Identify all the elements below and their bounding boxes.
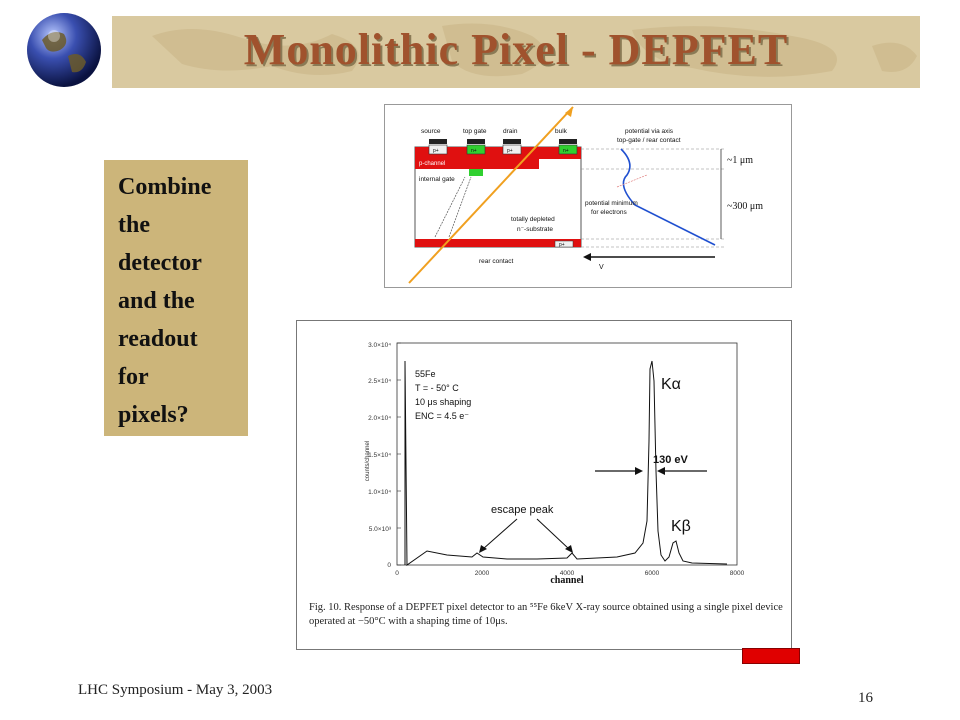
y-tick-6: 3.0×10⁴ xyxy=(368,342,391,349)
n-plus-label-bulk: n+ xyxy=(563,148,569,154)
x-tick-8000: 8000 xyxy=(730,570,745,577)
source-terminal xyxy=(428,144,448,155)
escape-peak-label: escape peak xyxy=(491,504,554,516)
p-plus-label-source: p+ xyxy=(433,148,439,154)
shaping-annotation: 10 μs shaping xyxy=(415,397,471,407)
y-tick-0: 0 xyxy=(387,562,391,569)
dimension-1um-label: ~1 μm xyxy=(727,155,753,166)
p-channel-label: p-channel xyxy=(419,161,445,167)
red-marker xyxy=(742,648,800,664)
depfet-cross-section-diagram: source top gate drain bulk p+ n+ p+ n+ p… xyxy=(384,104,792,288)
footer-text: LHC Symposium - May 3, 2003 xyxy=(78,682,273,698)
y-tick-2: 1.0×10⁴ xyxy=(368,489,391,496)
y-tick-1: 5.0×10³ xyxy=(369,526,392,533)
question-text: Combine the detector and the readout for… xyxy=(118,174,212,428)
spectrum-curve xyxy=(404,360,728,566)
drain-label: drain xyxy=(503,128,518,135)
depleted-label: totally depleted xyxy=(511,216,555,223)
resolution-label: 130 eV xyxy=(653,454,689,466)
y-tick-5: 2.5×10⁴ xyxy=(368,378,391,385)
slide-title: Monolithic Pixel - DEPFET xyxy=(243,25,789,74)
drain-terminal xyxy=(502,144,522,155)
title-banner: Monolithic Pixel - DEPFET xyxy=(112,16,920,88)
source-label: source xyxy=(421,128,441,135)
n-plus-label-gate: n+ xyxy=(471,148,477,154)
question-box: Combine the detector and the readout for… xyxy=(104,160,248,436)
v-axis-label: V xyxy=(599,264,604,271)
minimum-label-line2: for electrons xyxy=(591,209,628,216)
temperature-annotation: T = - 50° C xyxy=(415,383,459,393)
k-alpha-label: Kα xyxy=(661,376,681,393)
y-tick-4: 2.0×10⁴ xyxy=(368,415,391,422)
minimum-label-line1: potential minimum xyxy=(585,200,638,207)
enc-annotation: ENC = 4.5 e⁻ xyxy=(415,411,469,421)
top-gate-terminal xyxy=(466,144,486,155)
y-axis-label: counts/channel xyxy=(365,441,371,481)
potential-label-line1: potential via axis xyxy=(625,128,674,135)
dimension-300um-label: ~300 μm xyxy=(727,201,763,212)
world-map-background xyxy=(152,23,917,77)
p-plus-label-rear: p+ xyxy=(559,242,565,248)
x-tick-0: 0 xyxy=(395,570,399,577)
internal-gate-label: internal gate xyxy=(419,176,455,183)
rear-contact-label: rear contact xyxy=(479,258,514,265)
y-tick-3: 1.5×10⁴ xyxy=(368,452,391,459)
page-number: 16 xyxy=(858,690,873,706)
globe-icon xyxy=(27,13,101,87)
fe55-spectrum-figure: 0 5.0×10³ 1.0×10⁴ 1.5×10⁴ 2.0×10⁴ 2.5×10… xyxy=(296,320,792,650)
k-beta-label: Kβ xyxy=(671,518,691,535)
x-tick-2000: 2000 xyxy=(475,570,490,577)
bulk-terminal xyxy=(558,144,578,155)
potential-label-line2: top-gate / rear contact xyxy=(617,137,681,144)
bulk-label: bulk xyxy=(555,128,568,135)
x-tick-4000: 4000 xyxy=(560,570,575,577)
substrate-label: n⁻-substrate xyxy=(517,226,553,233)
p-plus-label-drain: p+ xyxy=(507,148,513,154)
top-gate-label: top gate xyxy=(463,128,487,135)
source-annotation: 55Fe xyxy=(415,369,436,379)
figure-caption: Fig. 10. Response of a DEPFET pixel dete… xyxy=(309,602,783,627)
x-axis-label: channel xyxy=(550,575,584,586)
x-tick-6000: 6000 xyxy=(645,570,660,577)
